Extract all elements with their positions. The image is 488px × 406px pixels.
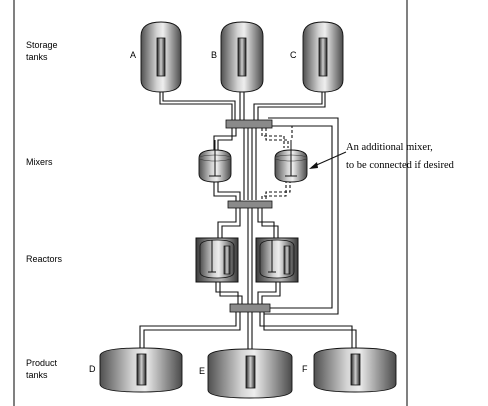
tank-label-f: F [302, 364, 308, 374]
stage-label-product-line2: tanks [26, 370, 48, 380]
stage-label-storage-line1: Storage [26, 40, 58, 50]
storage-tank-a [140, 21, 182, 93]
tank-label-b: B [211, 50, 217, 60]
annotation-arrow-head [309, 162, 318, 169]
storage-tank-b [220, 21, 264, 93]
stage-label-reactors: Reactors [26, 254, 63, 264]
annotation-line1: An additional mixer, [346, 142, 433, 153]
tank-label-e: E [199, 366, 205, 376]
stage-label-storage: Storage tanks [26, 40, 60, 62]
mixer-1 [198, 140, 232, 183]
mixer-additional [274, 140, 308, 183]
annotation-arrow-line [311, 151, 347, 168]
pipes [139, 92, 357, 352]
reactor-1 [195, 237, 239, 283]
storage-tank-c [302, 21, 344, 93]
lower-manifold [229, 303, 271, 313]
product-tank-f [313, 347, 397, 393]
stage-label-mixers: Mixers [26, 157, 53, 167]
tank-label-c: C [290, 50, 297, 60]
reactor-2 [255, 237, 299, 283]
stage-label-storage-line2: tanks [26, 52, 48, 62]
tank-label-a: A [130, 50, 136, 60]
product-tank-d [99, 347, 183, 393]
product-tank-e [207, 348, 293, 399]
stage-label-product-line1: Product [26, 358, 58, 368]
tank-label-d: D [89, 364, 96, 374]
stage-label-product: Product tanks [26, 358, 60, 380]
upper-manifold [225, 119, 273, 129]
middle-manifold [227, 200, 273, 209]
annotation-line2: to be connected if desired [346, 160, 455, 171]
